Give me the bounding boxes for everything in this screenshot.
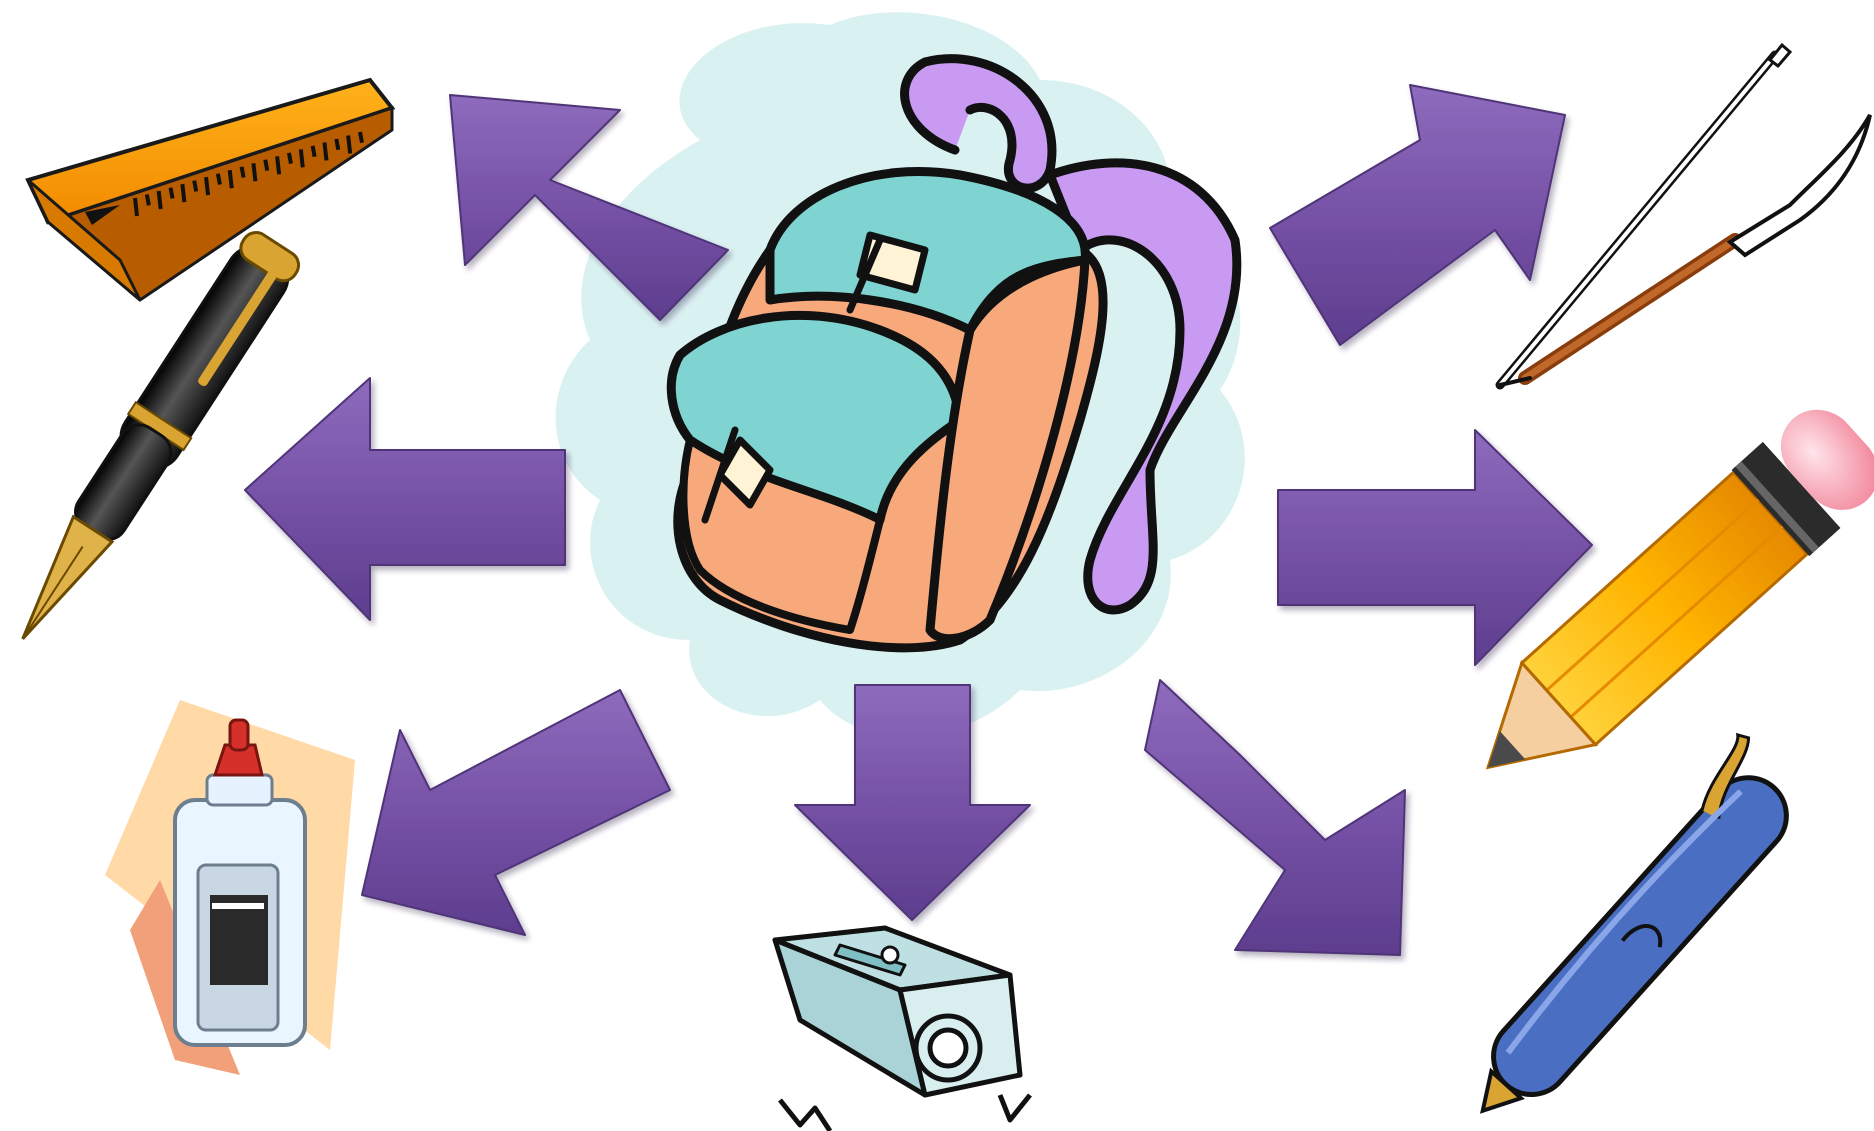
arrow-right [1278, 430, 1592, 665]
ruler-tick [265, 160, 267, 171]
ruler-tick [360, 132, 362, 143]
ruler-tick [206, 177, 208, 195]
ruler-tick [182, 184, 184, 202]
ruler-tick [336, 139, 338, 150]
ruler-tick [289, 153, 291, 164]
ruler-tick [253, 163, 255, 181]
arrow-up-right [1270, 85, 1565, 345]
glue-bottle-icon [105, 700, 355, 1075]
arrow-down-left [362, 690, 670, 935]
ruler-tick [135, 198, 137, 216]
ruler-tick [194, 181, 196, 192]
ruler-tick [324, 142, 326, 160]
ruler-tick [348, 135, 350, 153]
ruler-tick [301, 149, 303, 167]
ruler-tick [277, 156, 279, 174]
ballpoint-pen-icon [1437, 731, 1816, 1131]
ruler-tick [218, 174, 220, 185]
paintbrushes-icon [1500, 45, 1870, 385]
ruler-tick [159, 191, 161, 209]
arrow-left [245, 378, 565, 620]
ruler-icon [28, 80, 392, 300]
arrow-down-right [1145, 680, 1405, 955]
ruler-tick [230, 170, 232, 188]
ruler-tick [171, 188, 173, 199]
ruler-tick [242, 167, 244, 178]
arrow-down [795, 685, 1030, 920]
ruler-tick [313, 146, 315, 157]
ruler-tick [147, 195, 149, 206]
pencil-sharpener-icon [775, 928, 1030, 1131]
